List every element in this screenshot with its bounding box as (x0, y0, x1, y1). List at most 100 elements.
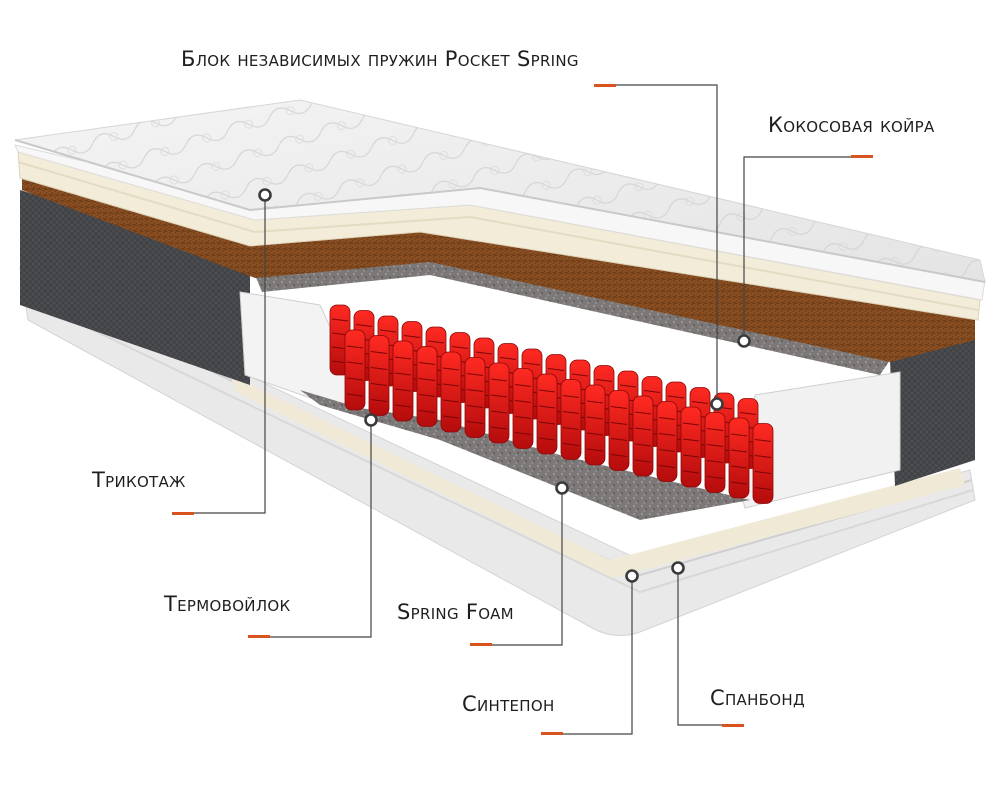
pocket-spring-wire (490, 410, 508, 414)
pocket-spring-wire (610, 422, 628, 425)
pocket-spring-wire (730, 481, 748, 485)
pocket-spring-wire (394, 388, 412, 392)
pocket-spring-wire (394, 404, 412, 408)
pocket-spring-wire (466, 373, 484, 376)
pocket-spring-wire (418, 378, 436, 381)
pocket-spring-coil (752, 423, 774, 504)
accent-dash-spunbond (722, 724, 744, 727)
pocket-spring-coil (488, 362, 510, 444)
pocket-spring-wire (754, 487, 772, 490)
pocket-spring-wire (442, 415, 460, 419)
pocket-spring-wire (754, 455, 772, 458)
pocket-spring-wire (370, 399, 388, 402)
pocket-spring-wire (658, 449, 676, 452)
pocket-spring-wire (442, 383, 460, 387)
pocket-spring-coil (632, 395, 654, 477)
pocket-spring-coil (512, 368, 534, 449)
pocket-spring-wire (418, 362, 436, 365)
pocket-spring-wire (346, 393, 364, 397)
pocket-spring-wire (490, 394, 508, 398)
pocket-spring-coil (656, 401, 678, 482)
pocket-spring-wire (490, 378, 508, 382)
pocket-spring-coil (608, 390, 630, 471)
pocket-spring-wire (547, 368, 565, 371)
pocket-spring-wire (619, 384, 637, 388)
pocket-spring-wire (490, 426, 508, 430)
pocket-spring-wire (370, 367, 388, 370)
pocket-spring-wire (538, 405, 556, 409)
pocket-spring-coil (728, 417, 750, 499)
pocket-spring-wire (682, 470, 700, 474)
pocket-spring-wire (475, 351, 493, 355)
pocket-spring-wire (562, 427, 580, 430)
label-pocket-spring: Блок независимых пружин Pocket Spring (181, 47, 579, 71)
accent-dash-pocket-spring (594, 84, 616, 87)
pocket-spring-wire (643, 390, 661, 393)
callout-dots (258, 188, 751, 583)
pocket-spring-wire (370, 383, 388, 386)
pocket-spring-wire (610, 438, 628, 441)
pocket-spring-wire (346, 377, 364, 381)
callout-line-spunbond (677, 568, 722, 726)
pocket-spring-wire (739, 412, 757, 415)
pocket-spring-wire (730, 449, 748, 453)
pocket-spring-coil (584, 384, 606, 466)
pocket-spring-wire (682, 422, 700, 426)
pocket-spring-coil (440, 351, 462, 433)
dot-felt (364, 413, 378, 427)
pocket-spring-wire (442, 367, 460, 371)
label-spunbond: Спанбонд (710, 686, 805, 710)
callout-line-knit (172, 195, 266, 514)
pocket-spring-wire (466, 421, 484, 424)
accent-dash-foam (470, 643, 492, 646)
label-foam: Spring Foam (397, 600, 514, 624)
pocket-spring-coil (392, 340, 414, 422)
pocket-spring-wire (634, 427, 652, 431)
pocket-spring-wire (538, 389, 556, 393)
pocket-spring-wire (658, 417, 676, 420)
pocket-spring-wire (682, 454, 700, 458)
label-coir: Кокосовая койра (768, 113, 935, 137)
pocket-spring-wire (706, 444, 724, 447)
pocket-spring-wire (706, 476, 724, 479)
base-layers (19, 267, 976, 636)
pocket-spring-coil (560, 379, 582, 460)
dot-pocket-spring (710, 397, 724, 411)
pocket-spring-coil (344, 329, 366, 411)
callout-line-pocket-spring (594, 84, 718, 404)
pocket-spring-wire (331, 318, 349, 322)
pocket-spring-coil (368, 335, 390, 416)
pocket-spring-wire (754, 439, 772, 442)
pocket-spring-coil (680, 406, 702, 488)
label-felt: Термовойлок (164, 592, 291, 616)
pocket-springs (329, 304, 774, 504)
pocket-spring-wire (514, 432, 532, 435)
pocket-spring-wire (658, 465, 676, 468)
pocket-spring-wire (634, 411, 652, 415)
pocket-spring-wire (514, 400, 532, 403)
pocket-spring-wire (466, 389, 484, 392)
callout-line-felt (248, 420, 372, 638)
pocket-spring-wire (403, 335, 421, 338)
pocket-spring-wire (346, 361, 364, 365)
pocket-spring-wire (562, 395, 580, 398)
pocket-spring-wire (418, 410, 436, 413)
pocket-spring-wire (586, 448, 604, 452)
dot-foam (555, 481, 569, 495)
pocket-spring-wire (586, 432, 604, 436)
pocket-spring-wire (571, 373, 589, 377)
pocket-spring-wire (355, 324, 373, 327)
cream-layer-2 (17, 161, 979, 311)
callout-line-coir (743, 156, 851, 341)
dark-side-left (20, 190, 250, 385)
pocket-spring-wire (610, 454, 628, 457)
pocket-spring-wire (634, 443, 652, 447)
pocket-spring-wire (394, 372, 412, 376)
accent-dash-coir (851, 155, 873, 158)
pocket-spring-wire (754, 471, 772, 474)
pocket-spring-wire (451, 346, 469, 349)
pocket-spring-wire (418, 394, 436, 397)
accent-dash-felt (248, 635, 270, 638)
dot-coir (737, 334, 751, 348)
